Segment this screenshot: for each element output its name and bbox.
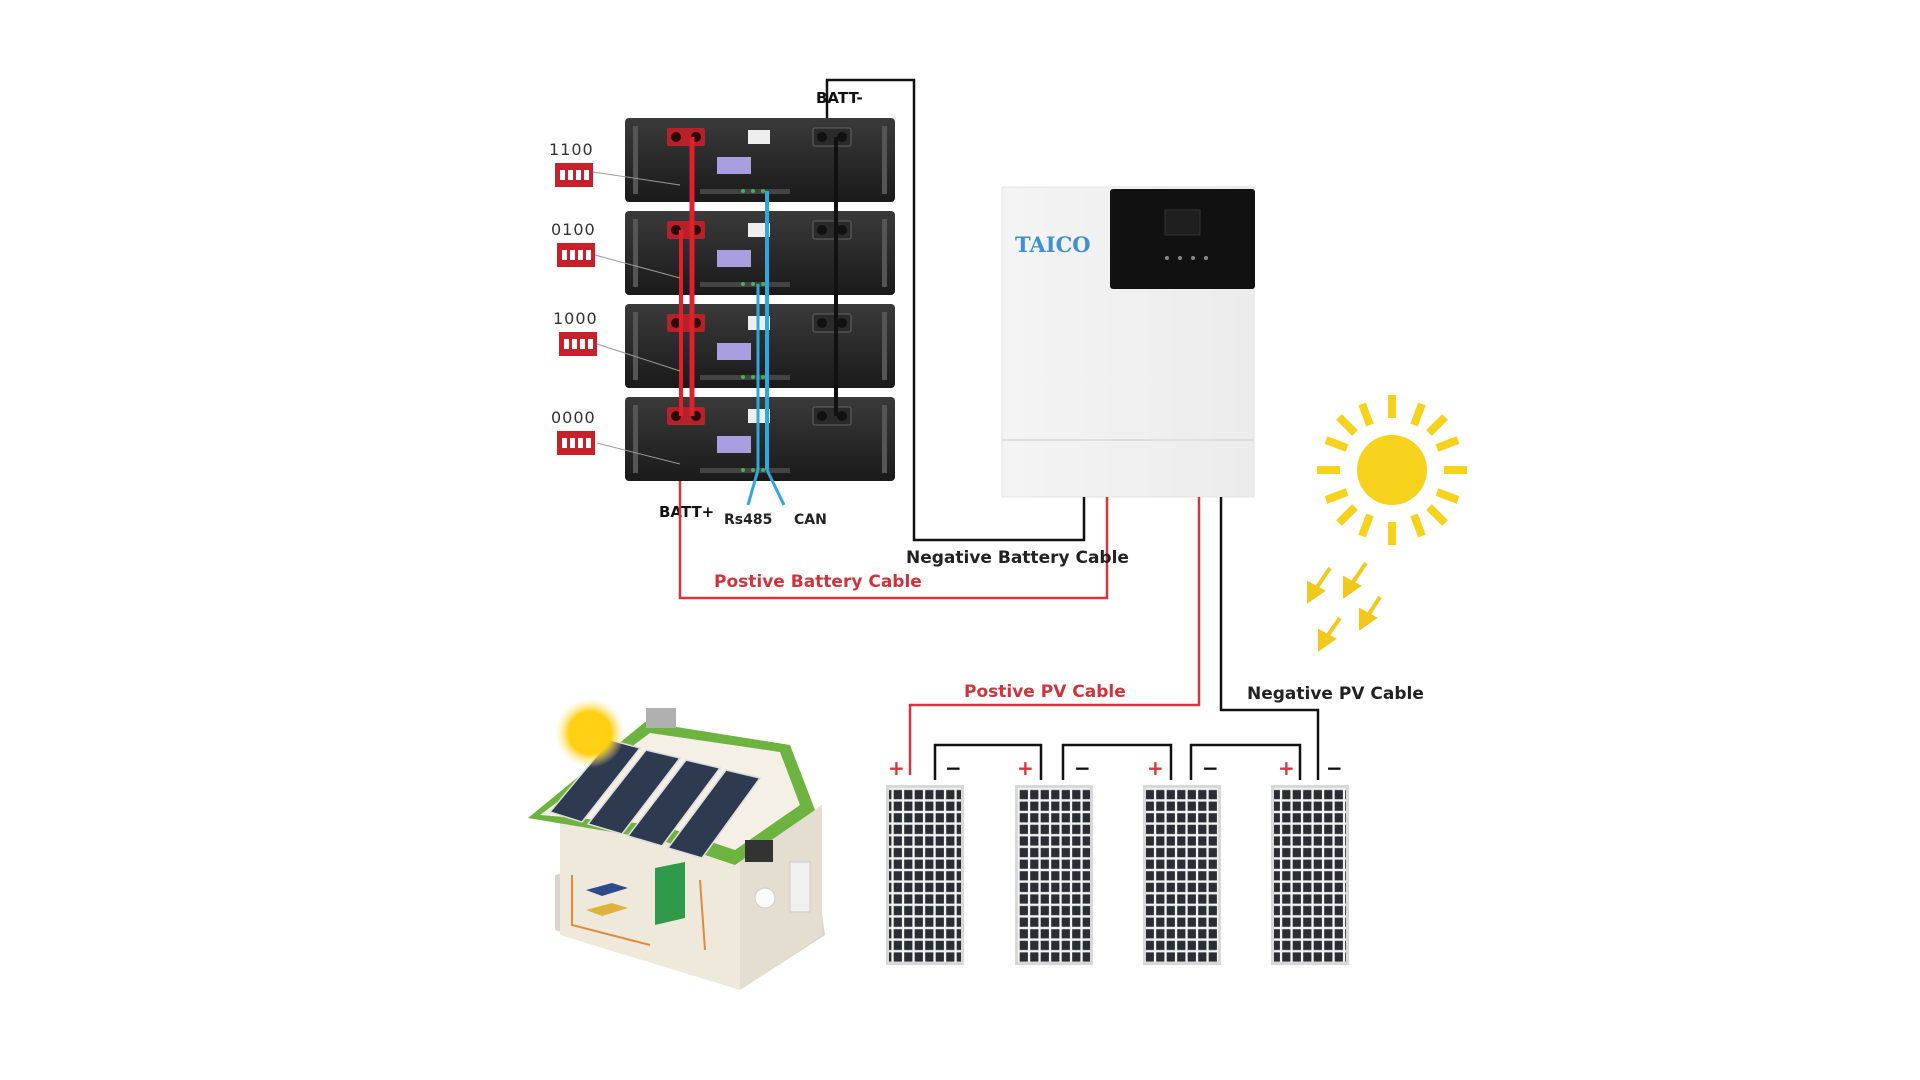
batt-plus-label: BATT+: [659, 503, 714, 521]
dip-code-4: 0000: [551, 408, 596, 427]
battery-module-1: [625, 118, 895, 202]
negative-pv-cable-wire: [1219, 497, 1320, 780]
can-label: CAN: [794, 512, 827, 528]
pv-panel-1: + −: [886, 756, 964, 965]
pv-plus-1: +: [888, 756, 905, 780]
negative-battery-cable-label: Negative Battery Cable: [906, 548, 1129, 568]
pv-minus-1: −: [945, 756, 962, 780]
series-link-2: [1061, 743, 1173, 780]
series-link-1: [933, 743, 1043, 780]
negative-battery-cable-wire: [825, 78, 1086, 542]
battery-module-3: [625, 304, 895, 388]
positive-pv-cable-wire: [908, 497, 1201, 775]
battery-module-4: [625, 397, 895, 481]
sun-icon: [1317, 395, 1467, 545]
dip-code-1: 1100: [549, 140, 594, 159]
house-illustration: [528, 698, 825, 990]
pv-panel-4: + −: [1271, 756, 1349, 965]
positive-battery-cable-label: Postive Battery Cable: [714, 572, 922, 592]
battery-stack: 1100 0100 1000 0000 BATT- BATT+ Rs485 CA…: [549, 89, 895, 528]
positive-battery-cable-wire: [678, 481, 1109, 600]
pv-array: + − + − + − + −: [886, 756, 1349, 965]
pv-panel-3: + −: [1143, 756, 1221, 965]
can-lead: [765, 469, 786, 506]
pv-plus-2: +: [1017, 756, 1034, 780]
sunlight-arrows: [1307, 561, 1382, 652]
pv-minus-4: −: [1326, 756, 1343, 780]
pv-plus-4: +: [1278, 756, 1295, 780]
dip-switch-2: 0100: [551, 220, 681, 279]
pv-plus-3: +: [1147, 756, 1164, 780]
dip-code-3: 1000: [553, 309, 598, 328]
inverter-brand-logo: TAICO: [1015, 232, 1091, 257]
rs485-label: Rs485: [724, 512, 772, 528]
dip-switch-1: 1100: [549, 140, 681, 187]
pv-minus-3: −: [1202, 756, 1219, 780]
pv-panel-2: + −: [1015, 756, 1093, 965]
dip-code-2: 0100: [551, 220, 596, 239]
negative-pv-cable-label: Negative PV Cable: [1247, 684, 1424, 704]
house-sun-icon: [555, 698, 625, 768]
dip-switch-3: 1000: [553, 309, 681, 372]
rs485-lead: [746, 469, 760, 506]
batt-minus-label: BATT-: [816, 89, 863, 107]
inverter: TAICO: [1001, 186, 1255, 498]
series-link-3: [1189, 743, 1302, 780]
pv-minus-2: −: [1074, 756, 1091, 780]
battery-module-2: [625, 211, 895, 295]
positive-pv-cable-label: Postive PV Cable: [964, 682, 1126, 702]
dip-switch-4: 0000: [551, 408, 681, 465]
